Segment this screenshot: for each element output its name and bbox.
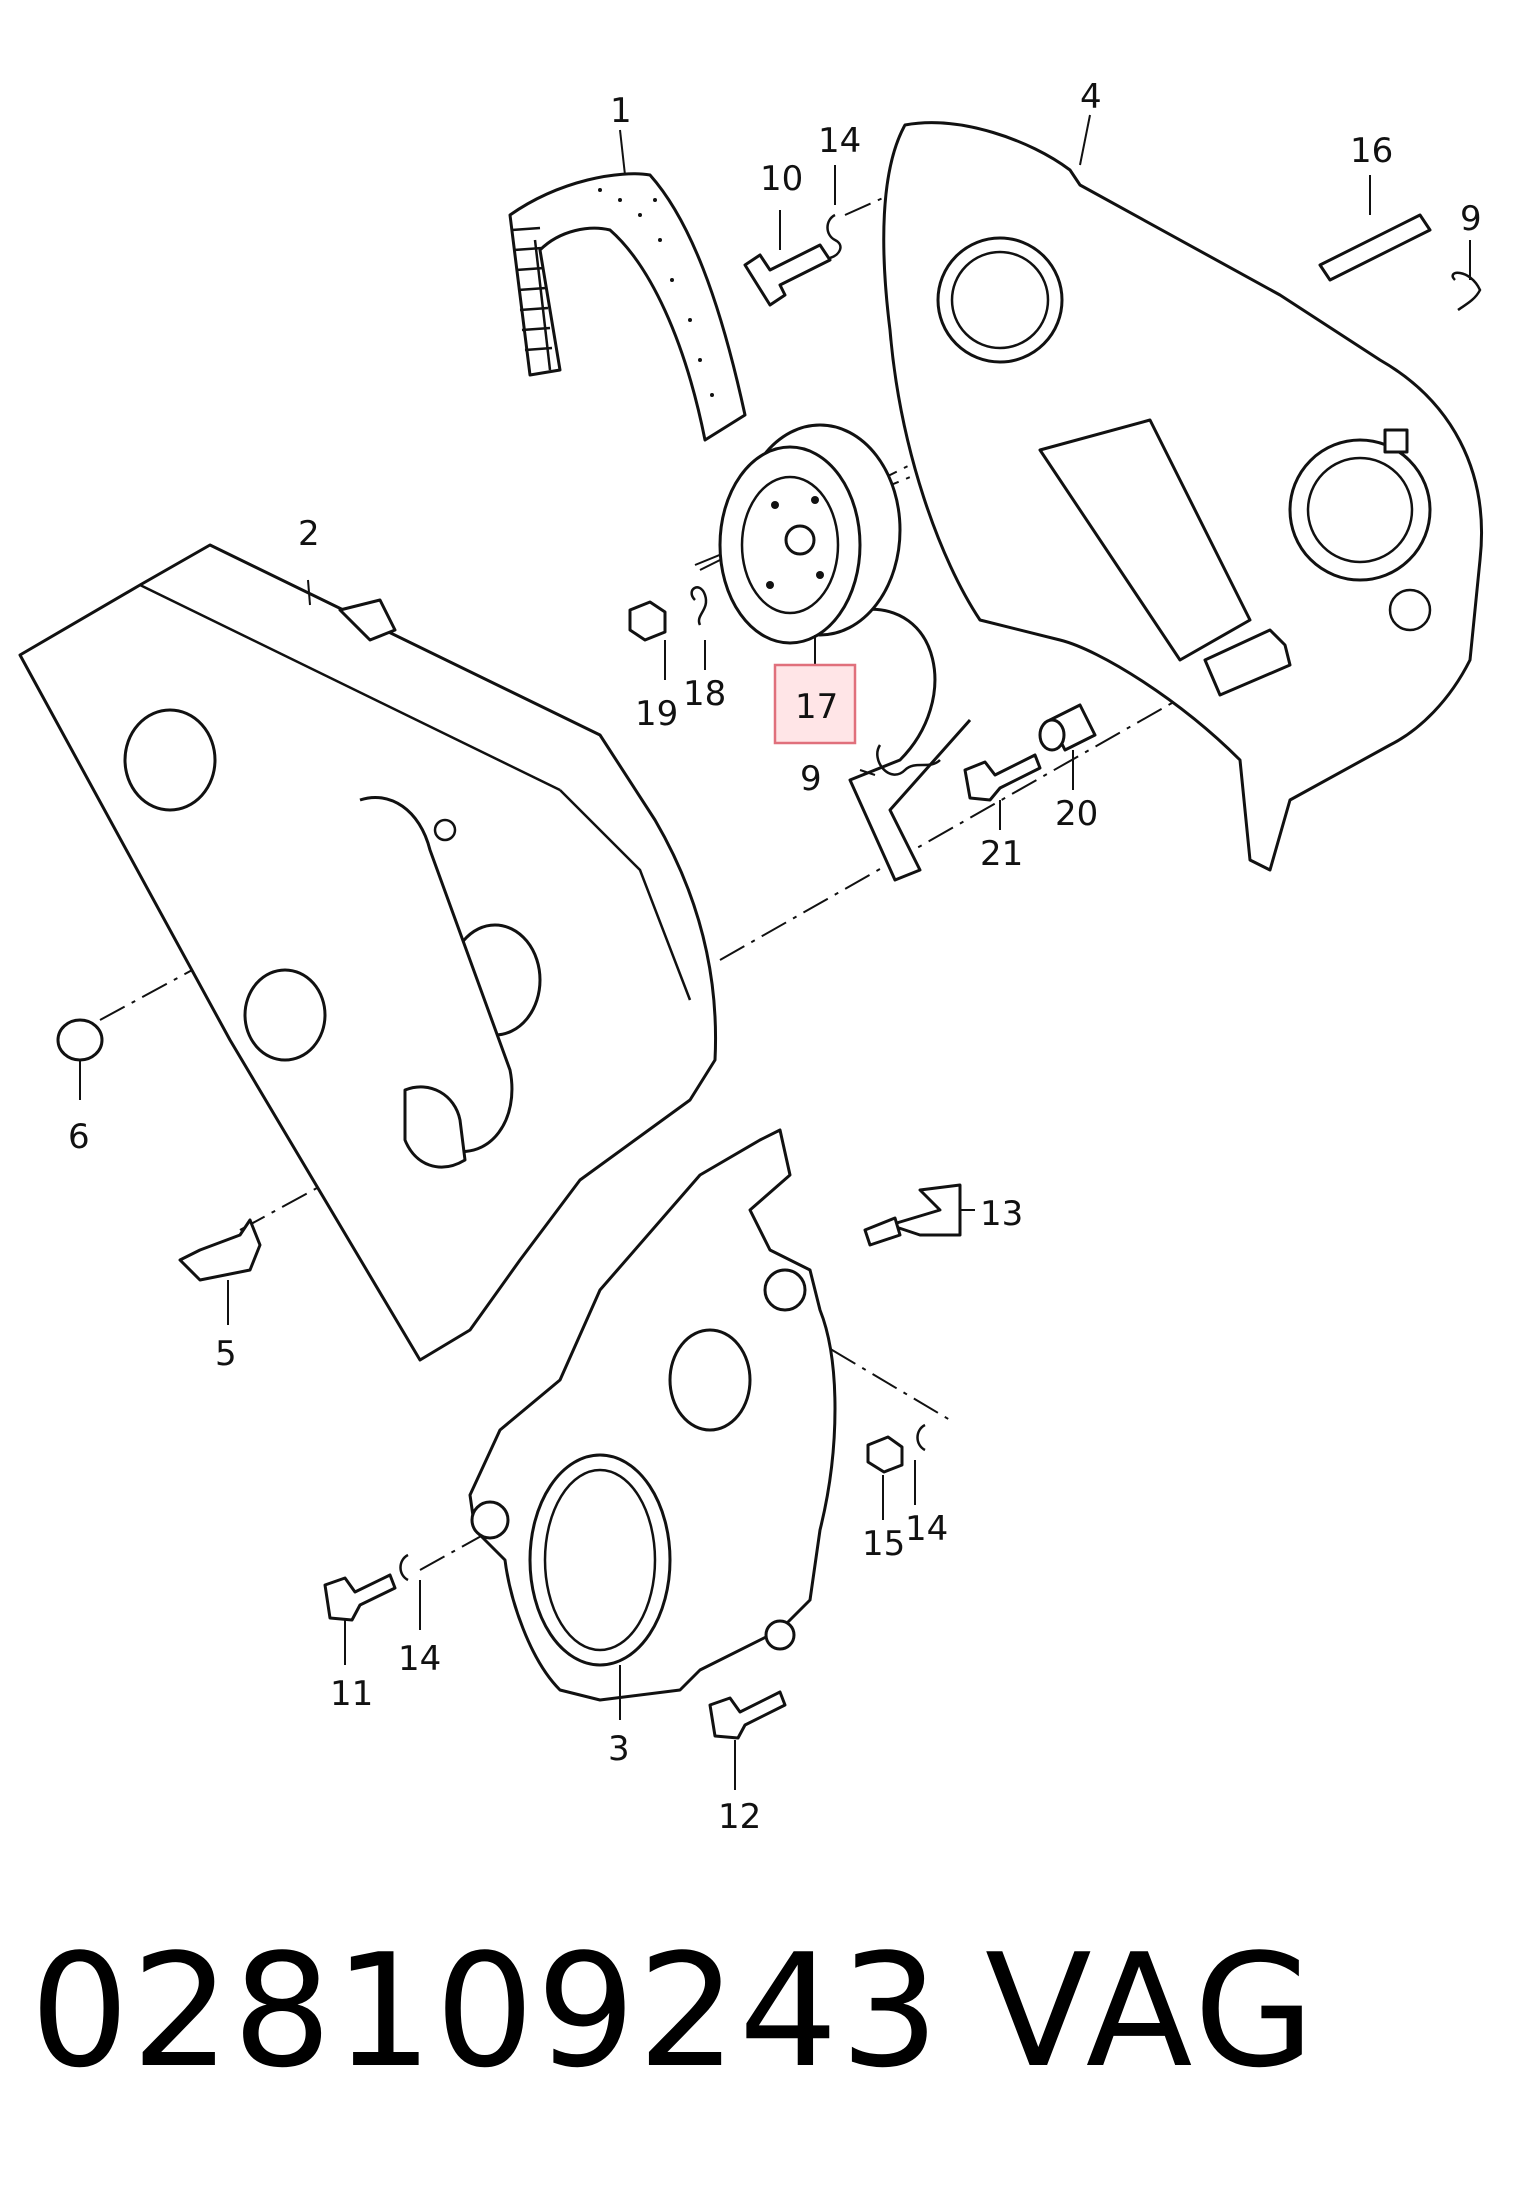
leader-lines	[79, 114, 1471, 1790]
callout-6: 6	[68, 1117, 90, 1157]
part-number: 028109243	[30, 1920, 942, 2102]
brand-name: VAG	[985, 1920, 1319, 2102]
callout-9-lower: 9	[800, 759, 822, 799]
tensioner-pulley	[718, 423, 972, 882]
callout-9-upper: 9	[1460, 199, 1482, 239]
callout-13: 13	[980, 1194, 1023, 1234]
callout-4: 4	[1080, 77, 1102, 117]
lower-timing-cover	[468, 1128, 837, 1702]
callout-5: 5	[215, 1334, 237, 1374]
highlight-box	[773, 663, 857, 745]
callout-10: 10	[760, 159, 803, 199]
callout-15: 15	[862, 1524, 905, 1564]
callout-14-left: 14	[398, 1639, 441, 1679]
exploded-parts-diagram: 1 2 3 4 5 6 9 9 10 11 12 13 14 14 14 15 …	[18, 77, 1483, 1837]
timing-belt	[508, 172, 747, 442]
wire-clips	[399, 213, 1482, 1582]
callout-12: 12	[718, 1797, 761, 1837]
callout-20: 20	[1055, 794, 1098, 834]
callout-3: 3	[608, 1729, 630, 1769]
callout-17: 17	[795, 687, 838, 727]
callout-16: 16	[1350, 131, 1393, 171]
rear-timing-cover	[882, 121, 1483, 872]
callout-labels: 1 2 3 4 5 6 9 9 10 11 12 13 14 14 14 15 …	[68, 77, 1482, 1837]
callout-21: 21	[980, 834, 1023, 874]
callout-19: 19	[635, 694, 678, 734]
callout-11: 11	[330, 1674, 373, 1714]
callout-2: 2	[298, 514, 320, 554]
callout-18: 18	[683, 674, 726, 714]
callout-14-upper: 14	[818, 121, 861, 161]
footer: 028109243 VAG	[0, 1880, 1529, 2140]
upper-timing-cover	[18, 543, 718, 1362]
callout-1: 1	[610, 91, 632, 131]
callout-14-right: 14	[905, 1509, 948, 1549]
